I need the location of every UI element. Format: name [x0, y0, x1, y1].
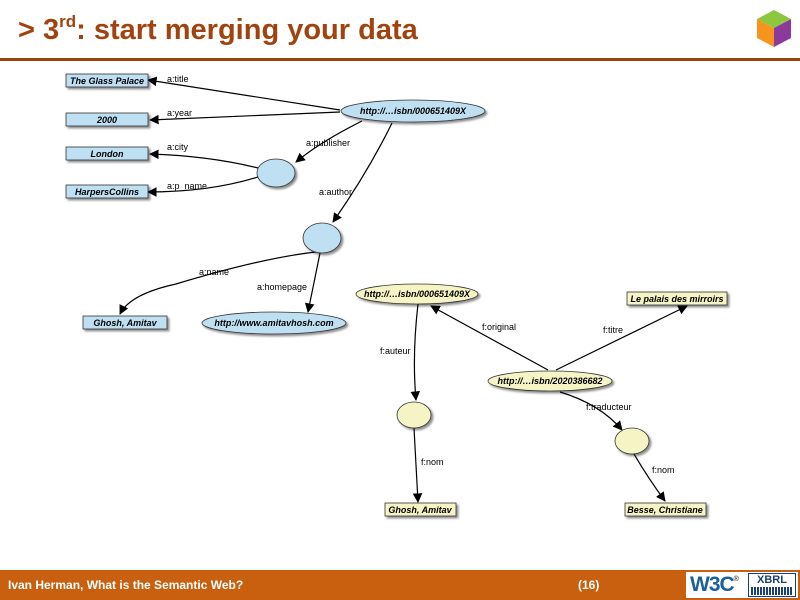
label-a-publisher: a:publisher: [306, 138, 350, 148]
blank-node-traducteur: [614, 427, 650, 455]
xbrl-logo-subtext: [751, 587, 793, 595]
label-a-year: a:year: [167, 108, 192, 118]
literal-ghosh-a-text: Ghosh, Amitav: [93, 318, 157, 328]
uri-book-fr-text: http://…isbn/2020386682: [497, 376, 602, 386]
literal-glass-palace: The Glass Palace: [65, 73, 149, 88]
title-superscript: rd: [59, 12, 77, 31]
literal-palais: Le palais des mirroirs: [626, 291, 728, 306]
edge-a-p-name: [147, 176, 259, 197]
label-a-p-name: a:p_name: [167, 181, 207, 191]
edge-f-nom-1: [412, 427, 423, 503]
uri-homepage-text: http://www.amitavhosh.com: [214, 318, 333, 328]
literal-besse-text: Besse, Christiane: [627, 505, 703, 515]
title-rest: : start merging your data: [76, 14, 418, 46]
literal-besse: Besse, Christiane: [624, 502, 707, 517]
edge-a-publisher: [295, 120, 363, 163]
label-f-original: f:original: [482, 322, 516, 332]
xbrl-logo-text: XBRL: [757, 574, 787, 586]
label-a-author: a:author: [319, 187, 352, 197]
page-number: (16): [578, 578, 600, 592]
slide-title: > 3rd: start merging your data: [18, 12, 418, 47]
semantic-web-cube-icon: [757, 10, 791, 47]
uri-book-a-text: http://…isbn/000651409X: [360, 106, 467, 116]
edge-a-title: [147, 76, 341, 111]
literal-ghosh-f: Ghosh, Amitav: [384, 502, 457, 517]
uri-book-f: http://…isbn/000651409X: [355, 283, 479, 305]
uri-book-a: http://…isbn/000651409X: [340, 99, 486, 123]
literal-london: London: [65, 146, 149, 161]
label-f-auteur: f:auteur: [380, 346, 411, 356]
label-f-nom-2: f:nom: [652, 465, 675, 475]
xbrl-logo: XBRL: [748, 573, 796, 597]
w3c-logo-text: W3C: [690, 573, 735, 596]
uri-book-f-text: http://…isbn/000651409X: [364, 289, 471, 299]
edges: [119, 76, 688, 503]
label-f-traducteur: f:traducteur: [586, 402, 632, 412]
literal-ghosh-a: Ghosh, Amitav: [82, 315, 168, 330]
literal-year-2000-text: 2000: [96, 115, 117, 125]
label-f-nom-1: f:nom: [421, 457, 444, 467]
literal-glass-palace-text: The Glass Palace: [70, 76, 144, 86]
edge-a-name: [119, 251, 317, 315]
uri-homepage: http://www.amitavhosh.com: [201, 311, 347, 335]
literal-ghosh-f-text: Ghosh, Amitav: [388, 505, 452, 515]
title-prefix: > 3: [18, 14, 60, 46]
w3c-registered-mark: ®: [733, 576, 739, 583]
label-a-title: a:title: [167, 74, 189, 84]
footer-bar: Ivan Herman, What is the Semantic Web? (…: [0, 570, 800, 600]
edge-a-author: [332, 122, 393, 223]
w3c-logo: W3C®: [690, 573, 739, 597]
literal-palais-text: Le palais des mirroirs: [630, 294, 723, 304]
blank-node-author: [302, 222, 342, 254]
uri-book-fr: http://…isbn/2020386682: [487, 370, 613, 392]
blank-node-publisher: [256, 158, 296, 188]
literal-year-2000: 2000: [65, 112, 149, 127]
edge-a-city: [149, 149, 259, 169]
edge-f-auteur: [410, 303, 420, 401]
edge-a-homepage: [304, 252, 321, 313]
rdf-graph: a:title a:year a:city a:p_name a:publish…: [65, 73, 728, 517]
label-f-titre: f:titre: [603, 325, 623, 335]
literal-harpers-text: HarpersCollins: [75, 187, 139, 197]
literal-harpers: HarpersCollins: [65, 184, 149, 199]
edge-f-traducteur: [559, 391, 623, 431]
label-a-city: a:city: [167, 142, 189, 152]
footer-text: Ivan Herman, What is the Semantic Web?: [8, 578, 244, 592]
edge-f-nom-2: [633, 453, 666, 502]
blank-node-auteur: [396, 401, 432, 429]
literal-london-text: London: [91, 149, 124, 159]
title-rule: [0, 58, 800, 61]
footer-logos: W3C® XBRL: [686, 572, 798, 598]
edge-a-year: [149, 111, 341, 125]
label-a-name: a:name: [199, 267, 229, 277]
label-a-homepage: a:homepage: [257, 282, 307, 292]
edge-f-original: [430, 305, 549, 371]
edge-f-titre: [555, 305, 688, 371]
